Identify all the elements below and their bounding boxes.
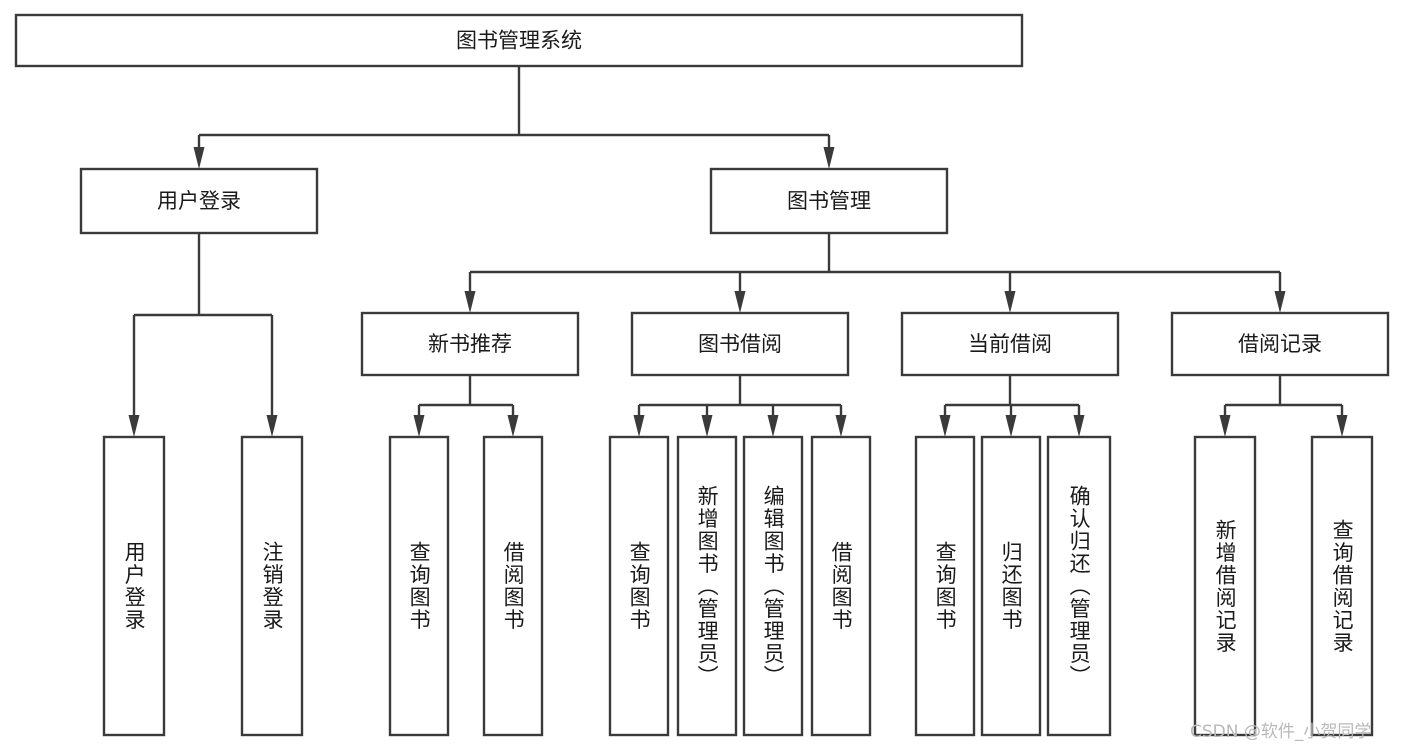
arrow-head-icon [1073,415,1085,437]
node-leaf-2[interactable] [388,435,450,737]
node-leaf-7-rect [810,435,872,737]
node-leaf-5-rect [676,435,738,737]
arrow-head-icon [1336,415,1348,437]
node-leaf-7[interactable] [810,435,872,737]
node-root[interactable]: 图书管理系统 [14,13,1024,68]
arrow-head-icon [464,291,476,313]
node-leaf-10-rect [1046,435,1112,737]
node-leaf-12-label: 查询借阅记录 [1330,518,1355,654]
node-level2-1[interactable]: 图书管理 [709,167,949,235]
node-level3-3-label: 借阅记录 [1238,332,1322,356]
node-leaf-8-label: 查询图书 [933,541,958,631]
node-leaf-0-label: 用户登录 [122,541,147,631]
arrow-head-icon [193,147,205,169]
node-root-label: 图书管理系统 [456,29,582,53]
arrow-head-icon [1219,415,1231,437]
node-level3-1-rect [630,311,850,377]
node-leaf-0-rect [102,435,166,737]
node-level3-1[interactable]: 图书借阅 [630,311,850,377]
arrow-head-icon [1274,291,1286,313]
node-leaf-11-rect [1193,435,1257,737]
node-level2-0[interactable]: 用户登录 [79,167,319,235]
node-leaf-8[interactable] [914,435,976,737]
arrow-head-icon [823,147,835,169]
node-leaf-8-rect [914,435,976,737]
csdn-watermark: CSDN @软件_小贺同学 [1190,722,1372,742]
node-level2-1-label: 图书管理 [787,189,871,213]
node-leaf-6[interactable] [742,435,804,737]
node-leaf-12[interactable] [1310,435,1374,737]
arrow-head-icon [413,415,425,437]
node-level3-3[interactable]: 借阅记录 [1170,311,1390,377]
node-level2-1-rect [709,167,949,235]
node-leaf-4-rect [608,435,670,737]
node-leaf-5-label: 新增图书（管理员） [695,484,720,688]
node-level3-0-label: 新书推荐 [428,332,512,356]
node-leaf-1[interactable] [240,435,304,737]
arrow-head-icon [767,415,779,437]
arrow-head-icon [734,291,746,313]
node-level3-3-rect [1170,311,1390,377]
node-leaf-4-label: 查询图书 [627,541,652,631]
node-leaf-3-rect [482,435,544,737]
node-level3-0-rect [360,311,580,377]
node-leaf-11[interactable] [1193,435,1257,737]
node-leaf-6-label: 编辑图书（管理员） [761,484,786,688]
node-leaf-10-label: 确认归还（管理员） [1067,484,1092,688]
node-leaf-2-label: 查询图书 [407,541,432,631]
node-leaf-9[interactable] [980,435,1042,737]
node-level3-2[interactable]: 当前借阅 [900,311,1120,377]
node-leaf-9-rect [980,435,1042,737]
arrow-head-icon [633,415,645,437]
node-leaf-4[interactable] [608,435,670,737]
arrow-head-icon [835,415,847,437]
node-level3-2-label: 当前借阅 [968,332,1052,356]
arrow-head-icon [266,415,278,437]
arrow-head-icon [507,415,519,437]
node-level3-2-rect [900,311,1120,377]
connector-layer [128,66,1348,437]
node-root-rect [14,13,1024,68]
node-leaf-0[interactable] [102,435,166,737]
node-level2-0-rect [79,167,319,235]
node-leaf-6-rect [742,435,804,737]
node-leaf-7-label: 借阅图书 [829,541,854,631]
node-leaf-10[interactable] [1046,435,1112,737]
node-leaf-1-rect [240,435,304,737]
arrow-head-icon [128,415,140,437]
node-leaf-9-label: 归还图书 [999,541,1024,631]
node-leaf-11-label: 新增借阅记录 [1213,518,1238,654]
node-level2-0-label: 用户登录 [157,189,241,213]
node-leaf-3[interactable] [482,435,544,737]
node-level3-1-label: 图书借阅 [698,332,782,356]
arrow-head-icon [939,415,951,437]
arrow-head-icon [1005,415,1017,437]
node-leaf-1-label: 注销登录 [260,541,285,631]
node-leaf-5[interactable] [676,435,738,737]
node-level3-0[interactable]: 新书推荐 [360,311,580,377]
arrow-head-icon [1004,291,1016,313]
node-leaf-2-rect [388,435,450,737]
arrow-head-icon [701,415,713,437]
node-leaf-12-rect [1310,435,1374,737]
node-leaf-3-label: 借阅图书 [501,541,526,631]
